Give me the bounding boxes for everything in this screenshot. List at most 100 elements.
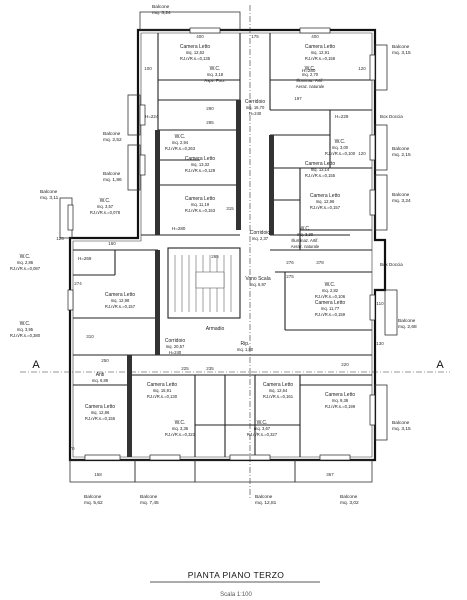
room-corr2-name: Corridoio: [250, 230, 271, 236]
dim-70: 70: [69, 446, 75, 451]
balcony-r3-name: Balcone: [392, 192, 410, 198]
dim-400b: 400: [311, 34, 319, 39]
tag-box-doccia-bottom: Box Doccia: [380, 262, 403, 267]
balcony-bot3-area: mq. 12,81: [255, 500, 277, 506]
balcony-r3-area: mq. 3,24: [392, 198, 411, 204]
room-cam8-area: mq. 11,77: [321, 306, 340, 311]
dim-400a: 400: [196, 34, 204, 39]
tag-h1: H=280: [302, 68, 316, 73]
room-corr1-area: mq. 16,70: [246, 105, 265, 110]
room-cam8-ratio: RJ.n/R.s.=0,159: [315, 312, 346, 317]
dim-120b: 120: [358, 151, 366, 156]
room-wc6-name: W.C.: [300, 226, 311, 232]
room-cam5-name: Camera Letto: [185, 196, 216, 202]
room-wc11-name: W.C.: [20, 254, 31, 260]
dim-220: 220: [341, 362, 349, 367]
balcony-l2-name: Balcone: [103, 171, 121, 177]
room-wc4-name: W.C.: [335, 139, 346, 145]
tag-h3: H=229: [335, 114, 349, 119]
room-cam2-name: Camera Letto: [305, 44, 336, 50]
section-line: [20, 5, 450, 500]
balcony-bot1-name: Balcone: [84, 494, 102, 500]
room-wc6-extra2: Aeraz. naturale: [291, 244, 320, 249]
room-wc7-name: W.C.: [325, 282, 336, 288]
room-wc11-area: mq. 2,86: [17, 260, 34, 265]
room-wc2-extra: Illuminaz. Artif.: [296, 78, 323, 83]
dim-235: 235: [206, 366, 214, 371]
room-cam3-area: mq. 13,32: [191, 162, 210, 167]
room-rip-name: Rip.: [241, 341, 250, 347]
room-wc8-name: W.C.: [20, 321, 31, 327]
room-cam10-name: Camera Letto: [263, 382, 294, 388]
balcony-l1-area: mq. 2,52: [103, 137, 122, 143]
room-cam5-area: mq. 11,19: [191, 202, 210, 207]
dim-120a: 120: [358, 66, 366, 71]
room-wc1-name: W.C.: [210, 66, 221, 72]
balcony-outlines: [59, 11, 398, 483]
room-cam12-area: mq. 12,86: [91, 410, 110, 415]
room-wc7-area: mq. 2,82: [322, 288, 339, 293]
room-cam9-area: mq. 15,91: [153, 388, 172, 393]
dim-225: 225: [181, 366, 189, 371]
room-wc10-name: W.C.: [257, 420, 268, 426]
balcony-r1-area: mq. 3,15: [392, 50, 411, 56]
room-cam2-area: mq. 12,91: [311, 50, 330, 55]
room-corr2-area: mq. 2,37: [252, 236, 269, 241]
room-cam4-name: Camera Letto: [305, 161, 336, 167]
room-rip-area: mq. 1,80: [237, 347, 254, 352]
section-marker-right: A: [436, 359, 444, 371]
room-anti-name: Anti: [96, 372, 105, 378]
dim-125: 125: [56, 236, 64, 241]
room-wc11-ratio: RJ.n/R.s.=0,087: [10, 266, 41, 271]
room-wc9-ratio: RJ.n/R.s.=0,321: [165, 432, 196, 437]
room-wc1-extra: Aspir. Forz.: [204, 78, 225, 83]
room-wc5-area: mq. 3,57: [97, 204, 114, 209]
section-marker-left: A: [32, 359, 40, 371]
balcony-bot2-area: mq. 7,45: [140, 500, 159, 506]
balcony-l3-area: mq. 3,11: [40, 195, 59, 201]
balcony-l1-name: Balcone: [103, 131, 121, 137]
dimensions: 400 400 175 120 120 290 285 197 158 367 …: [56, 34, 384, 477]
balcony-bot4-area: mq. 3,02: [340, 500, 359, 506]
room-wc6-area: mq. 3,30: [297, 232, 314, 237]
room-cam6-name: Camera Letto: [310, 193, 341, 199]
tag-h4: H=269: [78, 256, 92, 261]
room-wc2-name: W.C.: [305, 66, 316, 72]
room-wc6-extra: Illuminaz. Artif.: [291, 238, 318, 243]
balcony-l2-area: mq. 1,86: [103, 177, 122, 183]
room-vano-area: mq. 6,97: [250, 282, 267, 287]
room-cam3-ratio: RJ.n/R.s.=0,129: [185, 168, 216, 173]
room-cam11-name: Camera Letto: [325, 392, 356, 398]
room-cam8-name: Camera Letto: [315, 300, 346, 306]
dim-197: 197: [294, 96, 302, 101]
balcony-r5-area: mq. 3,15: [392, 426, 411, 432]
room-wc8-area: mq. 3,95: [17, 327, 34, 332]
room-armadio-name: Armadio: [206, 326, 225, 332]
room-wc10-ratio: RJ.n/R.s.=0,327: [247, 432, 278, 437]
room-cam6-ratio: RJ.n/R.s.=0,157: [310, 205, 341, 210]
dim-310: 310: [86, 334, 94, 339]
room-cam4-ratio: RJ.n/R.s.=0,155: [305, 173, 336, 178]
room-vano-name: Vano Scala: [245, 276, 270, 282]
room-cam12-name: Camera Letto: [85, 404, 116, 410]
room-wc10-area: mq. 3,67: [254, 426, 271, 431]
room-cam7-name: Camera Letto: [105, 292, 136, 298]
plan-scale: Scala 1:100: [220, 592, 252, 598]
tag-h2: H=224: [145, 114, 159, 119]
room-wc4-area: mq. 3,00: [332, 145, 349, 150]
room-wc2-extra2: Aeraz. naturale: [296, 84, 325, 89]
balcony-top-area: mq. 3,24: [152, 10, 171, 16]
room-labels: Camera Letto mq. 12,62 RJ.n/R.s.=0,135 C…: [10, 44, 356, 437]
room-wc3-name: W.C.: [175, 134, 186, 140]
room-cam10-ratio: RJ.n/R.s.=0,161: [263, 394, 294, 399]
plan-title: PIANTA PIANO TERZO: [188, 570, 285, 580]
room-cam1-area: mq. 12,62: [186, 50, 205, 55]
room-wc3-area: mq. 2,94: [172, 140, 189, 145]
tags: Box Doccia Box Doccia H=280 H=224 H=229 …: [78, 68, 403, 267]
room-cam2-ratio: RJ.n/R.s.=0,158: [305, 56, 336, 61]
balcony-bot1-area: mq. 5,62: [84, 500, 103, 506]
room-cam12-ratio: RJ.n/R.s.=0,155: [85, 416, 116, 421]
room-cam9-name: Camera Letto: [147, 382, 178, 388]
room-wc1-area: mq. 3,18: [207, 72, 224, 77]
room-corr1-name: Corridoio: [245, 99, 266, 105]
